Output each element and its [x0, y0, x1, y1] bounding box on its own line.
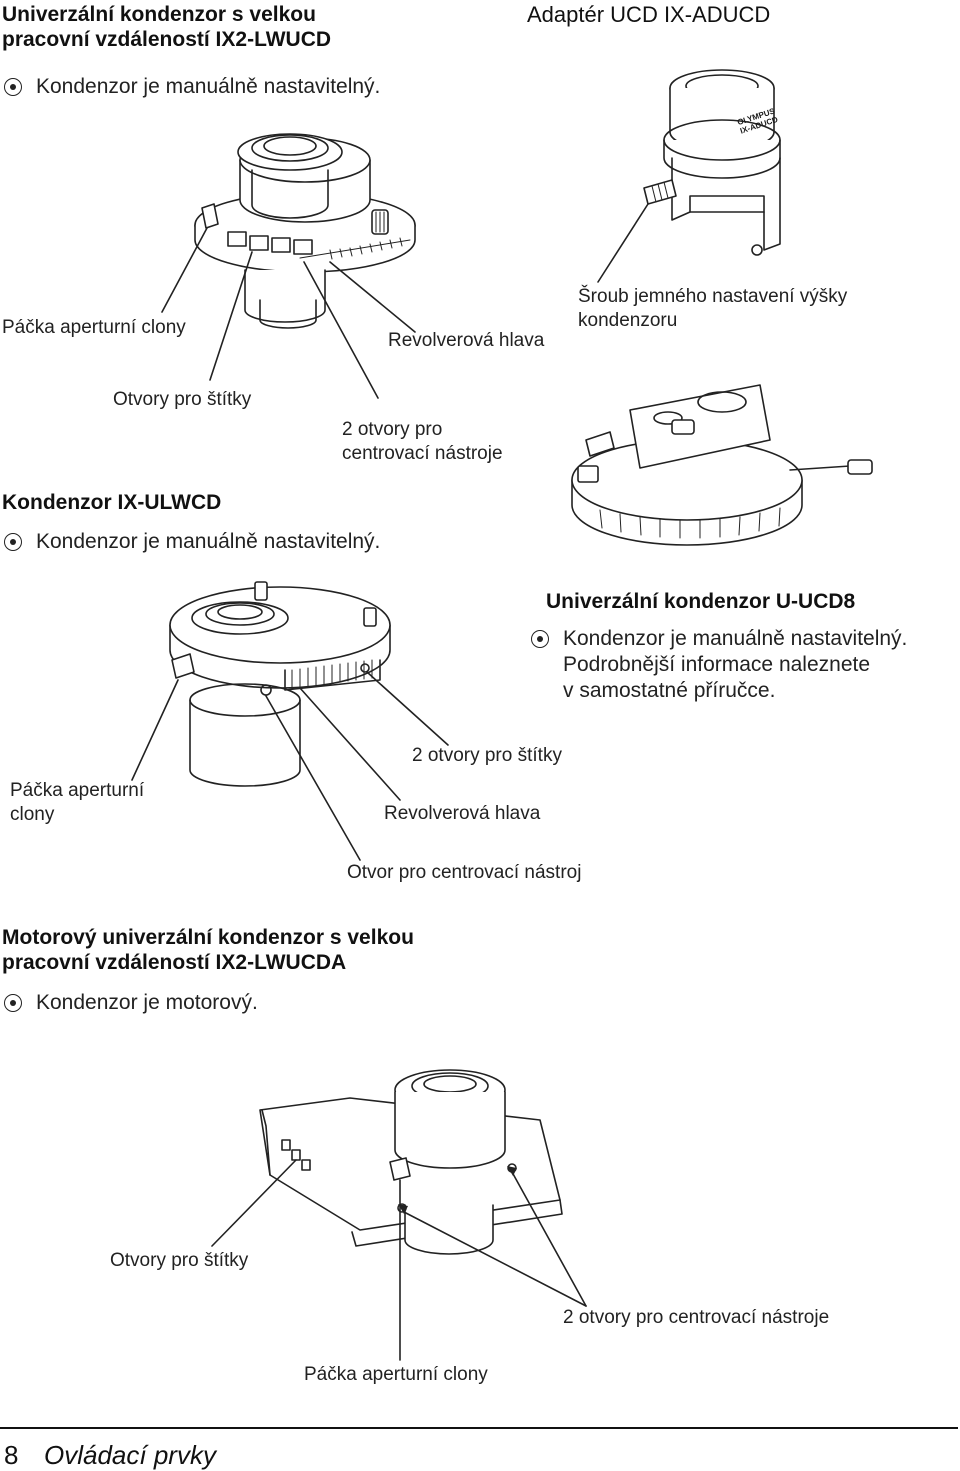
- info-bullet-icon: [4, 994, 22, 1012]
- ulwcd-note: Kondenzor je manuálně nastavitelný.: [2, 529, 380, 555]
- info-bullet-icon: [4, 533, 22, 551]
- ulwcd-label-lever-line2: clony: [10, 804, 55, 825]
- lwucd-title-line1: Univerzální kondenzor s velkou: [2, 3, 316, 26]
- lwucd-title-line2: pracovní vzdáleností IX2-LWUCD: [2, 28, 332, 51]
- ucd8-condenser-drawing: [571, 384, 873, 546]
- lwucda-label-lever: Páčka aperturní clony: [304, 1364, 488, 1385]
- lwucd-title: Univerzální kondenzor s velkou pracovní …: [2, 2, 331, 52]
- lwucd-label-centering-line1: 2 otvory pro: [342, 419, 443, 440]
- footer-rule: [0, 1427, 958, 1429]
- lwucd-label-centering-line2: centrovací nástroje: [342, 443, 503, 464]
- ucd8-note-line3: v samostatné příručce.: [563, 679, 776, 702]
- ulwcd-label-slots: 2 otvory pro štítky: [412, 745, 562, 766]
- info-bullet-icon: [4, 78, 22, 96]
- lwucda-title-line2: pracovní vzdáleností IX2-LWUCDA: [2, 951, 347, 974]
- leader-lever: [161, 227, 208, 313]
- ucd8-note: Kondenzor je manuálně nastavitelný. Podr…: [529, 626, 907, 704]
- lwucd-note: Kondenzor je manuálně nastavitelný.: [2, 74, 380, 100]
- aducd-label-screw-line1: Šroub jemného nastavení výšky: [578, 286, 848, 307]
- ulwcd-label-turret: Revolverová hlava: [384, 803, 541, 824]
- ulwcd-condenser-drawing: [169, 581, 391, 787]
- ulwcd-label-centering: Otvor pro centrovací nástroj: [347, 862, 582, 883]
- lwucd-label-turret: Revolverová hlava: [388, 330, 545, 351]
- leader-screw: [597, 203, 649, 283]
- leader-centering-ulwcd: [265, 695, 361, 861]
- lwucd-note-text: Kondenzor je manuálně nastavitelný.: [36, 75, 381, 98]
- lwucda-label-slots: Otvory pro štítky: [110, 1250, 249, 1271]
- ulwcd-note-text: Kondenzor je manuálně nastavitelný.: [36, 530, 381, 553]
- leader-slots-lwucda: [211, 1159, 297, 1247]
- ucd8-note-line1: Kondenzor je manuálně nastavitelný.: [563, 627, 908, 650]
- leader-turret-ulwcd: [299, 687, 401, 801]
- ucd8-title: Univerzální kondenzor U-UCD8: [546, 590, 856, 613]
- leader-slots: [209, 251, 253, 381]
- ucd8-note-body: Kondenzor je manuálně nastavitelný. Podr…: [563, 626, 907, 704]
- aducd-label-screw-line2: kondenzoru: [578, 310, 678, 331]
- ulwcd-label-lever-line1: Páčka aperturní: [10, 780, 145, 801]
- chapter-title: Ovládací prvky: [44, 1440, 216, 1470]
- info-bullet-icon: [531, 630, 549, 648]
- lwucda-title-line1: Motorový univerzální kondenzor s velkou: [2, 926, 414, 949]
- leader-turret: [329, 261, 416, 333]
- leader-centering-lwucda-a: [511, 1171, 587, 1307]
- aducd-adapter-drawing: [643, 69, 781, 256]
- aducd-label-screw: Šroub jemného nastavení výšky kondenzoru: [578, 285, 847, 333]
- ulwcd-title: Kondenzor IX-ULWCD: [2, 491, 222, 514]
- leader-lever-ulwcd: [131, 679, 179, 781]
- lwucda-title: Motorový univerzální kondenzor s velkou …: [2, 925, 414, 975]
- lwucda-note-text: Kondenzor je motorový.: [36, 991, 258, 1014]
- aducd-title: Adaptér UCD IX-ADUCD: [527, 2, 771, 27]
- lwucd-label-lever: Páčka aperturní clony: [2, 317, 186, 338]
- lwucda-note: Kondenzor je motorový.: [2, 990, 258, 1016]
- lwucd-condenser-drawing: [194, 133, 416, 329]
- leader-centering: [303, 261, 379, 399]
- ucd8-note-line2: Podrobnější informace naleznete: [563, 653, 871, 676]
- leader-centering-lwucda-b: [403, 1211, 587, 1307]
- lwucda-condenser-drawing: [259, 1069, 563, 1255]
- page-number: 8: [4, 1440, 19, 1470]
- leader-slots-ulwcd: [366, 671, 449, 746]
- lwucd-label-slots: Otvory pro štítky: [113, 389, 252, 410]
- ulwcd-label-lever: Páčka aperturní clony: [10, 779, 144, 827]
- lwucda-label-centering: 2 otvory pro centrovací nástroje: [563, 1307, 830, 1328]
- lwucd-label-centering: 2 otvory pro centrovací nástroje: [342, 418, 503, 466]
